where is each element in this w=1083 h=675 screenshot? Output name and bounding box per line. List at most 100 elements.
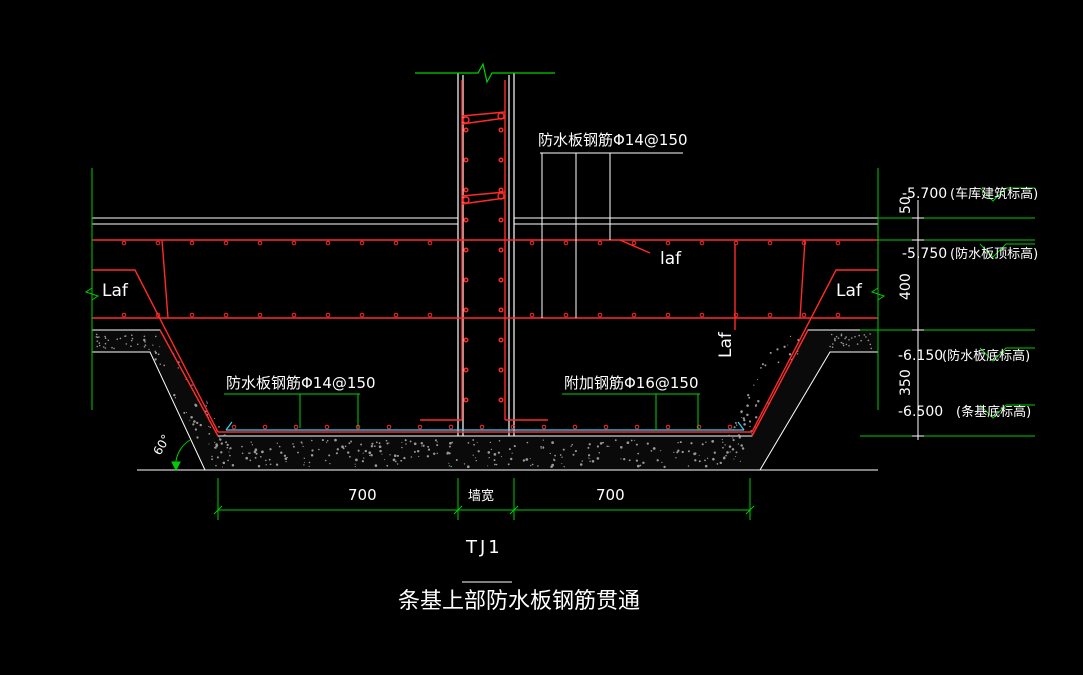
hatch-speck bbox=[705, 441, 707, 443]
hatch-speck bbox=[742, 417, 745, 420]
hatch-speck bbox=[740, 444, 743, 447]
hatch-speck bbox=[148, 348, 150, 351]
hatch-speck bbox=[206, 400, 208, 402]
hatch-speck bbox=[226, 446, 229, 449]
hatch-speck bbox=[98, 336, 100, 338]
hatch-speck bbox=[776, 348, 779, 351]
hatch-speck bbox=[310, 454, 314, 457]
hatch-speck bbox=[867, 339, 870, 342]
hatch-speck bbox=[131, 334, 133, 337]
hatch-speck bbox=[738, 436, 741, 439]
hatch-speck bbox=[154, 351, 158, 355]
hatch-speck bbox=[559, 454, 562, 456]
hatch-speck bbox=[451, 441, 453, 444]
hatch-speck bbox=[413, 450, 416, 453]
hatch-speck bbox=[130, 339, 133, 342]
hatch-speck bbox=[769, 351, 772, 354]
rebar-dot bbox=[121, 312, 127, 318]
hatch-speck bbox=[737, 434, 741, 437]
hatch-speck bbox=[630, 439, 633, 442]
rebar-dot bbox=[634, 424, 640, 430]
hatch-speck bbox=[614, 439, 617, 442]
hatch-speck bbox=[540, 447, 542, 449]
hatch-speck bbox=[693, 452, 696, 456]
hatch-speck bbox=[159, 346, 161, 348]
hatch-speck bbox=[303, 461, 305, 463]
hatch-speck bbox=[269, 463, 272, 466]
hatch-speck bbox=[542, 446, 545, 449]
hatch-speck bbox=[334, 438, 337, 442]
hatch-speck bbox=[248, 452, 250, 455]
hatch-speck bbox=[831, 346, 834, 349]
rebar-dot bbox=[727, 424, 733, 430]
hatch-speck bbox=[681, 450, 684, 454]
hatch-speck bbox=[373, 445, 376, 448]
hatch-speck bbox=[107, 339, 110, 342]
hatch-speck bbox=[285, 460, 287, 463]
rebar-dot bbox=[448, 424, 454, 430]
hatch-speck bbox=[218, 437, 220, 439]
hatch-speck bbox=[254, 456, 257, 459]
hatch-speck bbox=[712, 457, 715, 461]
rebar-dot bbox=[231, 424, 237, 430]
hatch-speck bbox=[211, 455, 213, 458]
hatch-speck bbox=[704, 464, 708, 468]
rebar-dot bbox=[121, 240, 127, 246]
hatch-speck bbox=[663, 465, 666, 469]
hatch-speck bbox=[494, 463, 496, 466]
elevation-1-value: -5.700 bbox=[902, 186, 947, 202]
elevation-2-note: (防水板顶标高) bbox=[950, 246, 1038, 262]
hatch-speck bbox=[253, 450, 257, 454]
slab-rebar-dots bbox=[121, 240, 841, 430]
rebar-dot bbox=[155, 240, 161, 246]
hatch-speck bbox=[257, 465, 261, 468]
elevation-4-value: -6.500 bbox=[898, 404, 943, 420]
hatch-speck bbox=[574, 450, 577, 453]
hatch-speck bbox=[96, 345, 98, 348]
rebar-dot bbox=[529, 312, 535, 318]
hatch-speck bbox=[116, 338, 118, 341]
hatch-speck bbox=[401, 441, 403, 443]
hatch-speck bbox=[581, 460, 583, 462]
hatch-speck bbox=[386, 442, 389, 445]
elevation-3-value: -6.150 bbox=[898, 348, 943, 364]
hatch-speck bbox=[300, 441, 303, 444]
hatch-speck bbox=[404, 439, 407, 442]
hatch-speck bbox=[743, 423, 746, 426]
hatch-speck bbox=[308, 465, 310, 467]
hatch-speck bbox=[284, 457, 288, 460]
hatch-speck bbox=[741, 416, 743, 419]
hatch-speck bbox=[183, 411, 186, 414]
hatch-speck bbox=[378, 442, 381, 445]
rebar-dot bbox=[563, 240, 569, 246]
wall-rebar-dot bbox=[498, 127, 504, 133]
hatch-speck bbox=[249, 452, 251, 454]
laf-left-label: Laf bbox=[102, 281, 129, 301]
hatch-speck bbox=[606, 445, 608, 448]
hatch-speck bbox=[529, 457, 531, 460]
hatch-speck bbox=[741, 447, 745, 450]
hatch-speck bbox=[854, 336, 856, 338]
hatch-speck bbox=[748, 396, 751, 399]
wall-rebar-dot bbox=[498, 217, 504, 223]
rebar-dot bbox=[603, 424, 609, 430]
hatch-speck bbox=[493, 453, 497, 456]
hatch-speck bbox=[194, 428, 198, 431]
elevation-2-value: -5.750 bbox=[902, 246, 947, 262]
wall-rebar-dot bbox=[463, 247, 469, 253]
hatch-speck bbox=[189, 419, 191, 421]
hatch-speck bbox=[863, 334, 866, 336]
hatch-speck bbox=[761, 363, 764, 366]
hatch-speck bbox=[723, 456, 726, 459]
wall-rebar bbox=[420, 80, 548, 421]
hatch-speck bbox=[355, 458, 358, 462]
hatch-speck bbox=[379, 449, 382, 453]
drawing-caption: 条基上部防水板钢筋贯通 bbox=[398, 589, 640, 614]
hatch-speck bbox=[275, 463, 279, 466]
rebar-dot bbox=[427, 312, 433, 318]
hatch-speck bbox=[265, 459, 267, 462]
hatch-speck bbox=[336, 448, 339, 451]
hatch-speck bbox=[420, 442, 424, 445]
hatch-speck bbox=[401, 446, 403, 449]
